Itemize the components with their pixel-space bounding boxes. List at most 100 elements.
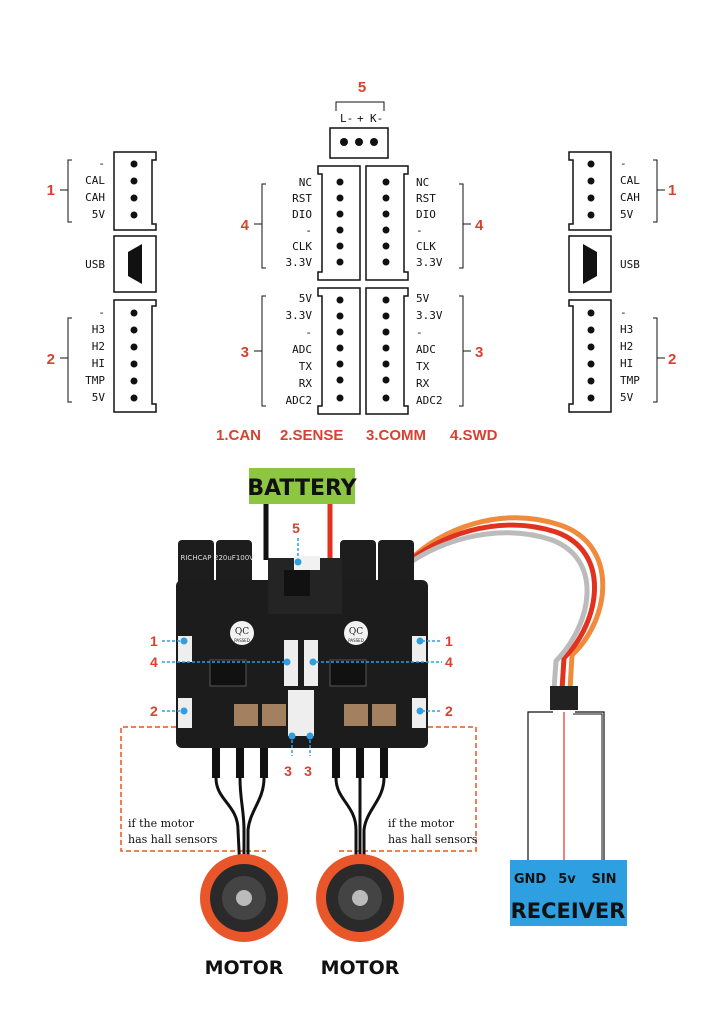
cap-text-1: RICHCAP [181,554,212,562]
callout-left-1: 1 [150,633,158,649]
cr-swd-number: 4 [475,217,484,234]
left-can-pin-1: - [98,157,105,170]
cl-comm-pin-1: 5V [299,292,313,305]
qc-badge-right [344,621,368,645]
right-sense-pin-4: HI [620,357,633,370]
left-sense-connector [113,299,157,413]
cr-comm-pin-6: RX [416,377,430,390]
svg-text:QC: QC [235,627,249,637]
callout-battery-conn: 5 [292,520,300,536]
left-sense-number: 2 [47,351,55,368]
battery-label-box [249,468,355,504]
cl-swd-pin-3: DIO [292,208,312,221]
left-sense-pin-4: HI [92,357,105,370]
right-sense-pin-1: - [620,306,627,319]
board-callouts: 5 1 4 2 1 4 2 3 3 [150,520,453,779]
hall-sensor-boxes: if the motor has hall sensors if the mot… [120,726,478,852]
cl-swd-number: 4 [241,217,250,234]
cr-comm-pin-3: - [416,326,423,339]
receiver-pin-sin: SIN [591,872,616,887]
cr-comm-pin-1: 5V [416,292,430,305]
right-sense-pin-3: H2 [620,340,633,353]
cr-swd-pin-2: RST [416,192,436,205]
note-right-line-1: if the motor [388,817,455,830]
note-left-line-1: if the motor [128,817,195,830]
left-can-pin-3: CAH [85,191,105,204]
legend-comm: 3.COMM [366,427,426,444]
cr-comm-pin-7: ADC2 [416,394,443,407]
right-can-connector [568,151,612,231]
cr-comm-pin-5: TX [416,360,430,373]
right-can-pin-4: 5V [620,208,634,221]
esc-board: RICHCAP 220uF100V QC PASSED QC PASSED [176,540,428,778]
servo-plug [550,686,578,710]
receiver-cable [396,515,606,860]
cl-comm-pin-5: TX [299,360,313,373]
pin-plus: + [357,112,364,125]
motor-right-label: MOTOR [321,957,400,979]
left-sense-pin-2: H3 [92,323,105,336]
cl-swd-pin-6: 3.3V [286,256,313,269]
left-sense-pin-1: - [98,306,105,319]
right-sense-number: 2 [668,351,676,368]
pin-k-minus: K- [370,112,383,125]
svg-text:QC: QC [349,627,363,637]
cl-swd-pin-1: NC [299,176,312,189]
legend-swd: 4.SWD [450,427,498,444]
svg-text:PASSED: PASSED [348,638,364,643]
cr-swd-pin-6: 3.3V [416,256,443,269]
cl-comm-pin-2: 3.3V [286,309,313,322]
right-can-number: 1 [668,182,676,199]
right-usb-label: USB [620,258,640,271]
callout-right-1: 1 [445,633,453,649]
cr-swd-pin-4: - [416,224,423,237]
callout-right-4: 4 [445,654,453,670]
legend-can: 1.CAN [216,427,261,444]
note-left-line-2: has hall sensors [128,833,218,846]
cr-swd-pin-3: DIO [416,208,436,221]
cr-comm-pin-2: 3.3V [416,309,443,322]
right-can-pin-1: - [620,157,627,170]
right-sense-pin-2: H3 [620,323,633,336]
receiver: GND 5v SIN RECEIVER [510,860,627,926]
motor-left: MOTOR [200,854,288,979]
right-sense-connector [568,299,612,413]
cl-swd-pin-5: CLK [292,240,312,253]
right-sense-pin-5: TMP [620,374,640,387]
cl-comm-pin-4: ADC [292,343,312,356]
center-left-pinout: NC RST DIO - CLK 3.3V 4 5V 3.3V - ADC TX… [241,165,361,415]
connector-5-body [329,127,389,159]
motor-left-label: MOTOR [205,957,284,979]
left-sense-pin-3: H2 [92,340,105,353]
right-can-pin-2: CAL [620,174,640,187]
cl-swd-pin-2: RST [292,192,312,205]
connector-5-number: 5 [358,79,366,96]
callout-right-2: 2 [445,703,453,719]
center-right-pinout: NC RST DIO - CLK 3.3V 4 5V 3.3V - ADC TX… [365,165,484,415]
svg-text:PASSED: PASSED [234,638,250,643]
legend: 1.CAN 2.SENSE 3.COMM 4.SWD [216,427,498,444]
cl-swd-pin-4: - [305,224,312,237]
qc-badge-left [230,621,254,645]
receiver-pin-gnd: GND [514,872,547,887]
left-panel: - CAL CAH 5V 1 USB - H3 H2 HI TMP 5V 2 [47,151,157,413]
left-sense-pin-6: 5V [92,391,106,404]
pin-l-minus: L- [340,112,353,125]
battery: BATTERY [247,468,358,560]
battery-label: BATTERY [247,476,357,501]
left-can-connector [113,151,157,231]
motor-wires [214,777,386,871]
callout-bottom-3a: 3 [284,763,292,779]
right-panel: - CAL CAH 5V 1 USB - H3 H2 HI TMP 5V 2 [568,151,676,413]
cap-text-2: 220uF100V [214,554,254,562]
center-right-swd-connector [365,165,409,281]
battery-connector-pinout: 5 L- + K- [329,79,389,159]
cl-comm-pin-7: ADC2 [286,394,313,407]
cl-comm-pin-6: RX [299,377,313,390]
cr-swd-pin-1: NC [416,176,429,189]
callout-bottom-3b: 3 [304,763,312,779]
left-usb-label: USB [85,258,105,271]
cr-comm-number: 3 [475,344,483,361]
legend-sense: 2.SENSE [280,427,343,444]
